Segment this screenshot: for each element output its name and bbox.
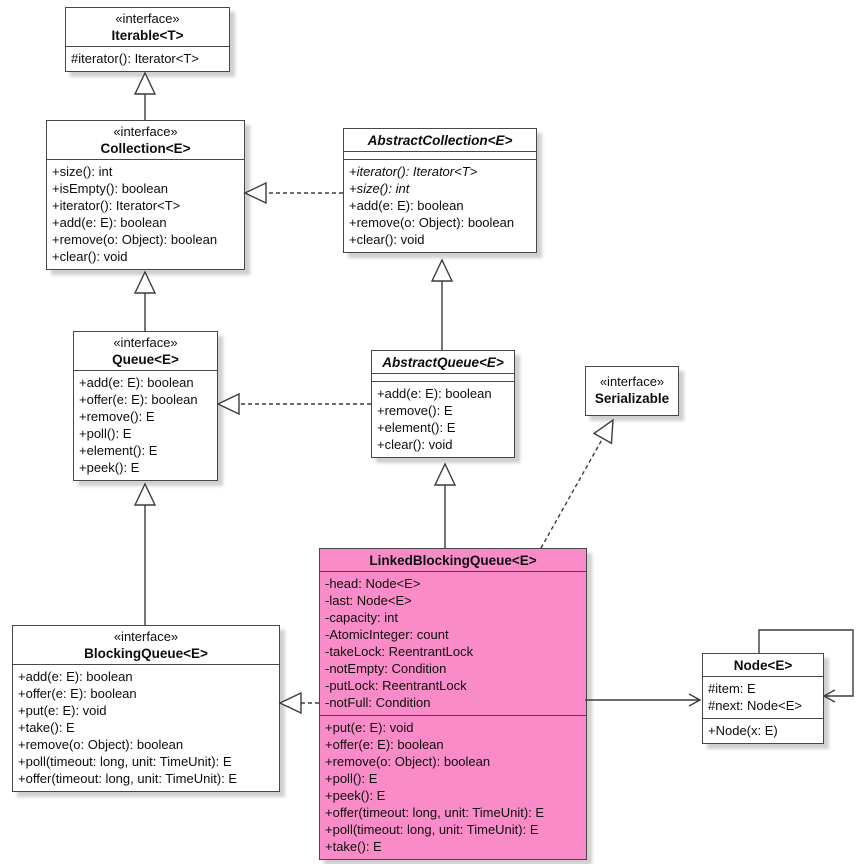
class-header: «interface» Queue<E> xyxy=(74,332,217,370)
class-method: +iterator(): Iterator<T> xyxy=(349,164,478,179)
class-method: +add(e: E): boolean xyxy=(349,198,464,213)
class-attribute: -AtomicInteger: count xyxy=(325,627,449,642)
class-header: «interface» Serializable xyxy=(586,367,678,415)
class-attribute: -notEmpty: Condition xyxy=(325,661,447,676)
class-method: +element(): E xyxy=(377,420,456,435)
class-method: +element(): E xyxy=(79,443,158,458)
class-method: +poll(): E xyxy=(325,771,378,786)
class-method: +poll(timeout: long, unit: TimeUnit): E xyxy=(18,754,232,769)
class-box-collection: «interface» Collection<E> +size(): int +isE… xyxy=(46,120,245,270)
class-name: AbstractCollection<E> xyxy=(367,133,513,148)
class-method: +peek(): E xyxy=(79,460,140,475)
class-box-abstract-queue: AbstractQueue<E> +add(e: E): boolean +remo… xyxy=(371,350,515,458)
class-header: Node<E> xyxy=(703,654,823,676)
class-stereotype: «interface» xyxy=(115,11,180,26)
class-header: AbstractCollection<E> xyxy=(344,129,536,151)
class-name: Node<E> xyxy=(733,658,793,673)
class-header: AbstractQueue<E> xyxy=(372,351,514,373)
class-attribute: -last: Node<E> xyxy=(325,593,412,608)
class-name: LinkedBlockingQueue<E> xyxy=(369,553,537,568)
class-methods-compartment: +Node(x: E) xyxy=(703,718,823,743)
class-method: +iterator(): Iterator<T> xyxy=(52,198,181,213)
class-attribute: -putLock: ReentrantLock xyxy=(325,678,467,693)
class-method: +remove(): E xyxy=(79,409,155,424)
class-stereotype: «interface» xyxy=(113,629,179,644)
class-method: #iterator(): Iterator<T> xyxy=(71,51,199,66)
class-attributes-compartment xyxy=(344,151,536,159)
class-method: +add(e: E): boolean xyxy=(52,215,167,230)
class-method: +isEmpty(): boolean xyxy=(52,181,168,196)
class-method: +add(e: E): boolean xyxy=(18,669,133,684)
class-method: +offer(e: E): boolean xyxy=(325,737,444,752)
class-method: +offer(timeout: long, unit: TimeUnit): E xyxy=(18,771,238,786)
class-methods-compartment: +size(): int +isEmpty(): boolean +iterator… xyxy=(47,159,244,269)
class-attributes-compartment: -head: Node<E> -last: Node<E> -capacity: i… xyxy=(320,571,586,715)
class-attribute: #next: Node<E> xyxy=(708,698,802,713)
class-method: +remove(o: Object): boolean xyxy=(52,232,218,247)
class-methods-compartment: +iterator(): Iterator<T> +size(): int +add… xyxy=(344,159,536,252)
class-name: Serializable xyxy=(594,391,670,406)
class-header: LinkedBlockingQueue<E> xyxy=(320,549,586,571)
class-methods-compartment: +add(e: E): boolean +offer(e: E): boolean… xyxy=(74,370,217,480)
class-method: +size(): int xyxy=(349,181,410,196)
class-method: +peek(): E xyxy=(325,788,386,803)
class-method: +clear(): void xyxy=(377,437,453,452)
class-attribute: #item: E xyxy=(708,681,756,696)
class-methods-compartment: +put(e: E): void +offer(e: E): boolean +re… xyxy=(320,715,586,859)
class-attribute: -notFull: Condition xyxy=(325,695,431,710)
class-attribute: -takeLock: ReentrantLock xyxy=(325,644,474,659)
class-name: Iterable<T> xyxy=(111,28,184,43)
class-method: +take(): E xyxy=(18,720,75,735)
class-method: +put(e: E): void xyxy=(18,703,107,718)
class-method: +add(e: E): boolean xyxy=(79,375,194,390)
class-methods-compartment: #iterator(): Iterator<T> xyxy=(66,46,229,71)
class-method: +clear(): void xyxy=(349,232,425,247)
class-name: Collection<E> xyxy=(100,141,191,156)
class-box-node: Node<E> #item: E #next: Node<E> +Node(x: E) xyxy=(702,653,824,744)
class-method: +put(e: E): void xyxy=(325,720,414,735)
class-attribute: -capacity: int xyxy=(325,610,398,625)
class-box-linked-blocking-queue: LinkedBlockingQueue<E> -head: Node<E> -las… xyxy=(319,548,587,860)
class-method: +remove(o: Object): boolean xyxy=(349,215,515,230)
connector-linkedblockingqueue-implements-serializable xyxy=(540,418,614,549)
class-method: +poll(): E xyxy=(79,426,132,441)
class-header: «interface» Collection<E> xyxy=(47,121,244,159)
class-method: +remove(o: Object): boolean xyxy=(18,737,184,752)
class-stereotype: «interface» xyxy=(113,124,178,139)
class-attributes-compartment: #item: E #next: Node<E> xyxy=(703,676,823,718)
class-method: +take(): E xyxy=(325,839,382,854)
class-methods-compartment: +add(e: E): boolean +remove(): E +element(… xyxy=(372,381,514,457)
class-box-blocking-queue: «interface» BlockingQueue<E> +add(e: E): b… xyxy=(12,625,280,792)
class-method: +add(e: E): boolean xyxy=(377,386,492,401)
class-method: +clear(): void xyxy=(52,249,128,264)
class-name: BlockingQueue<E> xyxy=(84,646,208,661)
class-box-iterable: «interface» Iterable<T> #iterator(): Itera… xyxy=(65,7,230,72)
class-method: +size(): int xyxy=(52,164,113,179)
class-method: +offer(timeout: long, unit: TimeUnit): E xyxy=(325,805,545,820)
class-box-abstract-collection: AbstractCollection<E> +iterator(): Iterat… xyxy=(343,128,537,253)
class-method: +remove(): E xyxy=(377,403,453,418)
class-method: +Node(x: E) xyxy=(708,723,778,738)
class-attribute: -head: Node<E> xyxy=(325,576,421,591)
class-name: AbstractQueue<E> xyxy=(382,355,504,370)
class-method: +remove(o: Object): boolean xyxy=(325,754,491,769)
class-stereotype: «interface» xyxy=(113,335,178,350)
class-header: «interface» BlockingQueue<E> xyxy=(13,626,279,664)
class-method: +offer(e: E): boolean xyxy=(18,686,137,701)
class-methods-compartment: +add(e: E): boolean +offer(e: E): boolean… xyxy=(13,664,279,791)
class-stereotype: «interface» xyxy=(599,374,665,389)
class-method: +offer(e: E): boolean xyxy=(79,392,198,407)
class-attributes-compartment xyxy=(372,373,514,381)
class-box-serializable: «interface» Serializable xyxy=(585,366,679,416)
class-header: «interface» Iterable<T> xyxy=(66,8,229,46)
class-box-queue: «interface» Queue<E> +add(e: E): boolean +o… xyxy=(73,331,218,481)
class-method: +poll(timeout: long, unit: TimeUnit): E xyxy=(325,822,539,837)
class-name: Queue<E> xyxy=(112,352,179,367)
